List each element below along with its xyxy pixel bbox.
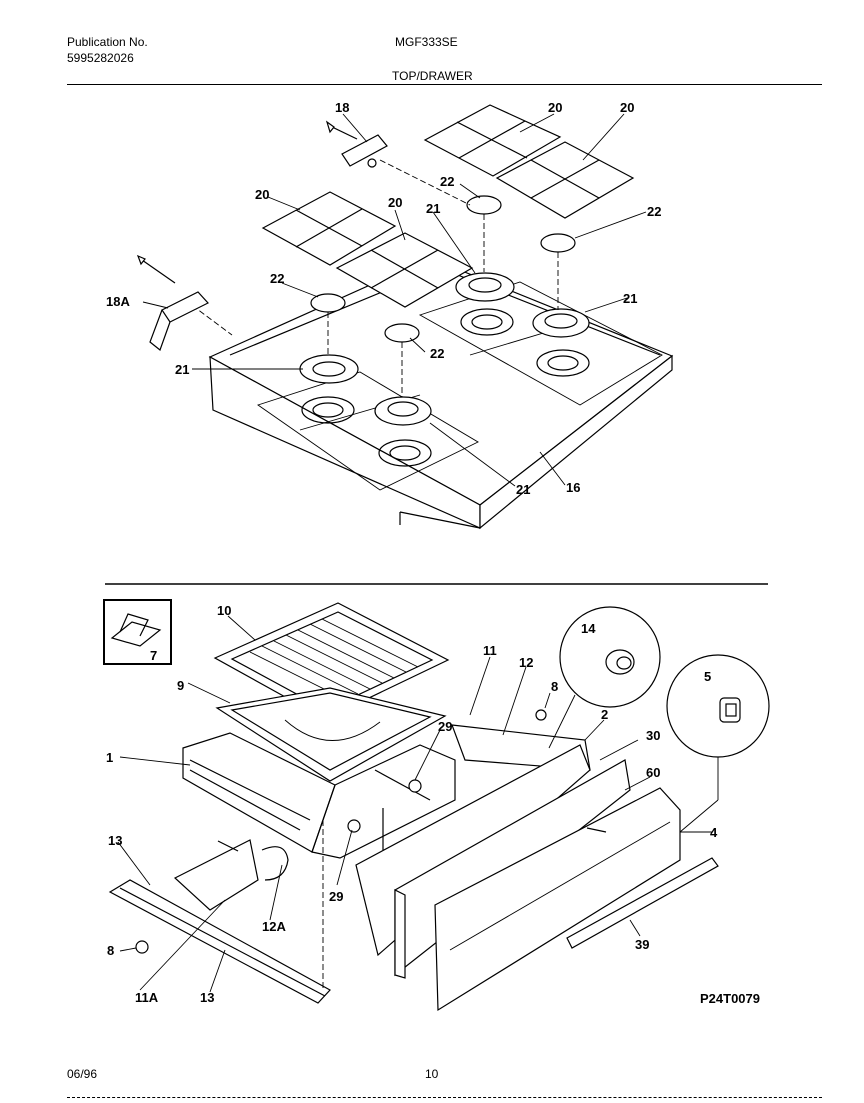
callout-21-left-rear: 21 [175, 362, 189, 377]
leader-lines-top [142, 113, 647, 487]
drawer-rail [108, 879, 331, 1004]
cooktop-surface [208, 257, 674, 506]
burner-cap-front-right [384, 323, 420, 343]
burner-cap-rear-left [466, 195, 502, 215]
nut-8-right [535, 709, 547, 721]
burner-head-right-rear [455, 272, 515, 302]
callout-21-right-front: 21 [623, 291, 637, 306]
burner-head-right-front [532, 308, 590, 338]
callout-21-left-front: 21 [516, 482, 530, 497]
callout-29-upper: 29 [438, 719, 452, 734]
knob-detail-5 [666, 654, 770, 758]
grate-rear-right [495, 141, 635, 219]
grate-rear-left [423, 104, 562, 177]
callout-13-upper: 13 [108, 833, 122, 848]
burner-head-left-rear [299, 354, 359, 384]
clip-29 [408, 779, 422, 793]
callout-8-left: 8 [107, 943, 114, 958]
callout-20-front-right: 20 [388, 195, 402, 210]
callout-16: 16 [566, 480, 580, 495]
screw-29 [347, 819, 361, 833]
burner-cap-rear-right [540, 233, 576, 253]
callout-2: 2 [601, 707, 608, 722]
callout-21-right-rear: 21 [426, 201, 440, 216]
callout-22-front-right: 22 [430, 346, 444, 361]
callout-7: 7 [150, 648, 157, 663]
broiler-pan-insert [213, 602, 450, 720]
diagram-code: P24T0079 [700, 991, 760, 1006]
drawer-handle [566, 857, 719, 949]
broiler-drawer-body [182, 732, 456, 859]
top-hinge-bracket-right [325, 120, 388, 168]
cooktop-assembly [208, 257, 674, 530]
top-hinge-bracket-left [136, 254, 209, 351]
callout-1: 1 [106, 750, 113, 765]
callout-20-rear-left: 20 [548, 100, 562, 115]
knob-detail-14 [559, 606, 661, 708]
publication-label: Publication No. [67, 35, 148, 49]
callout-14: 14 [581, 621, 596, 636]
callout-18a: 18A [106, 294, 130, 309]
callout-60: 60 [646, 765, 660, 780]
burner-head-left-front [374, 396, 432, 426]
callout-4: 4 [710, 825, 718, 840]
callout-11: 11 [483, 643, 497, 658]
model-number: MGF333SE [395, 35, 458, 49]
callout-12a: 12A [262, 919, 286, 934]
footer-date: 06/96 [67, 1067, 98, 1081]
section-title: TOP/DRAWER [392, 69, 473, 83]
callout-20-rear-right: 20 [620, 100, 634, 115]
callout-8-right: 8 [551, 679, 558, 694]
callout-10: 10 [217, 603, 231, 618]
callout-9: 9 [177, 678, 184, 693]
publication-number: 5995282026 [67, 51, 134, 65]
drawer-bracket [173, 839, 289, 911]
callout-30: 30 [646, 728, 660, 743]
nut-8-left [135, 940, 149, 954]
header-rule [67, 84, 822, 85]
footer-rule [67, 1097, 822, 1098]
leader-lines-bottom [117, 615, 719, 993]
callout-5: 5 [704, 669, 711, 684]
screw-bracket [217, 840, 239, 852]
inset-box-part-7 [103, 599, 172, 665]
screw-60 [586, 827, 607, 833]
cooktop-side-face [479, 354, 673, 530]
callout-18: 18 [335, 100, 349, 115]
callout-12: 12 [519, 655, 533, 670]
callout-39: 39 [635, 937, 649, 952]
callout-22-rear-left: 22 [440, 174, 454, 189]
callout-20-front-left: 20 [255, 187, 269, 202]
callout-22-rear-right: 22 [647, 204, 661, 219]
footer-page-number: 10 [425, 1067, 439, 1081]
drawer-outer-panel [434, 787, 681, 1012]
broiler-pan [215, 687, 447, 782]
callout-11a: 11A [135, 990, 159, 1005]
callout-22-front-left: 22 [270, 271, 284, 286]
grate-front-left [261, 191, 397, 266]
callout-29-lower: 29 [329, 889, 343, 904]
callout-13-lower: 13 [200, 990, 214, 1005]
